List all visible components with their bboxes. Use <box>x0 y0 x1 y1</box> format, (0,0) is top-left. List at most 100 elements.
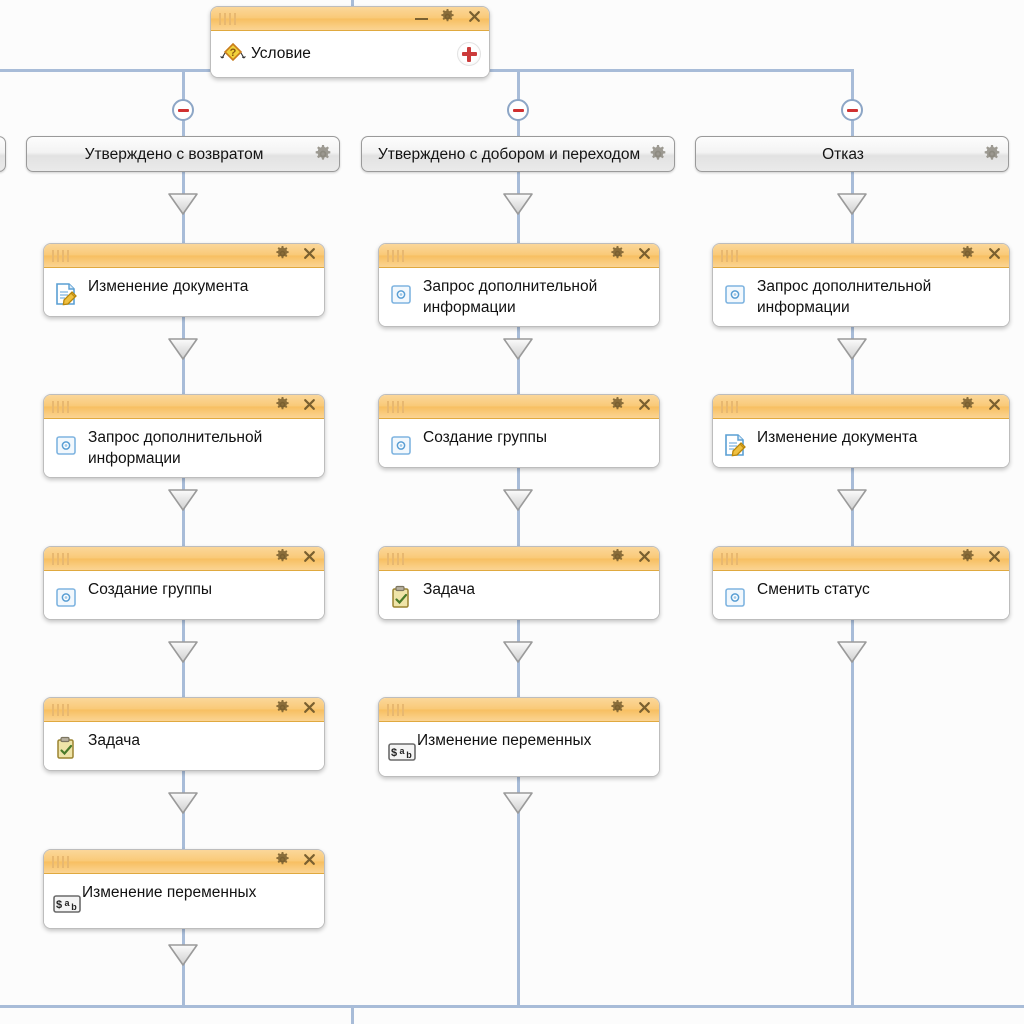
close-icon[interactable] <box>637 397 652 417</box>
gear-icon[interactable] <box>275 699 290 720</box>
drag-handle-icon[interactable] <box>387 703 404 716</box>
node-body: Запрос дополнительной информации <box>713 268 1009 326</box>
node-label: Изменение документа <box>757 429 918 446</box>
close-icon[interactable] <box>987 397 1002 417</box>
workflow-node-3-2[interactable]: Изменение документа <box>712 394 1010 468</box>
gear-icon[interactable] <box>983 145 1001 163</box>
node-body: Задача <box>44 722 324 770</box>
node-header[interactable] <box>713 244 1009 268</box>
node-label: Задача <box>88 732 141 749</box>
workflow-node-1-1[interactable]: Изменение документа <box>43 243 325 317</box>
drag-handle-icon[interactable] <box>52 249 69 262</box>
gear-icon[interactable] <box>960 396 975 417</box>
node-header[interactable] <box>713 395 1009 419</box>
close-icon[interactable] <box>987 549 1002 569</box>
flow-arrow-icon <box>167 640 199 664</box>
drag-handle-icon[interactable] <box>387 249 404 262</box>
node-label: Задача <box>423 581 476 598</box>
flow-arrow-icon <box>167 337 199 361</box>
drag-handle-icon[interactable] <box>721 249 738 262</box>
change-status-icon <box>721 583 749 611</box>
drag-handle-icon[interactable] <box>219 12 236 25</box>
node-header[interactable] <box>44 547 324 571</box>
node-header[interactable] <box>379 395 659 419</box>
connector-line-bottom-stub <box>351 1005 354 1024</box>
workflow-node-1-2[interactable]: Запрос дополнительной информации <box>43 394 325 478</box>
workflow-node-2-2[interactable]: Создание группы <box>378 394 660 468</box>
gear-icon[interactable] <box>275 548 290 569</box>
close-icon[interactable] <box>467 9 482 29</box>
workflow-node-1-5[interactable]: $ a b Изменение переменных <box>43 849 325 929</box>
gear-icon[interactable] <box>314 145 332 163</box>
node-label: Запрос дополнительной информации <box>423 278 598 316</box>
node-label: Создание группы <box>88 581 212 598</box>
node-body: Изменение документа <box>713 419 1009 467</box>
branch-label-button-partial[interactable] <box>0 136 6 172</box>
branch-collapse-toggle-3[interactable] <box>841 99 863 121</box>
workflow-node-2-4[interactable]: $ a b Изменение переменных <box>378 697 660 777</box>
node-body: Задача <box>379 571 659 619</box>
minus-icon <box>512 108 524 112</box>
node-header[interactable] <box>379 547 659 571</box>
branch-label-button-1[interactable]: Утверждено с возвратом <box>26 136 340 172</box>
workflow-node-3-1[interactable]: Запрос дополнительной информации <box>712 243 1010 327</box>
connector-line-column-1 <box>182 69 185 1007</box>
svg-text:b: b <box>71 902 77 912</box>
branch-collapse-toggle-1[interactable] <box>172 99 194 121</box>
gear-icon[interactable] <box>275 851 290 872</box>
close-icon[interactable] <box>637 700 652 720</box>
gear-icon[interactable] <box>960 245 975 266</box>
node-header[interactable] <box>44 698 324 722</box>
drag-handle-icon[interactable] <box>52 703 69 716</box>
drag-handle-icon[interactable] <box>721 552 738 565</box>
flow-arrow-icon <box>836 488 868 512</box>
close-icon[interactable] <box>987 246 1002 266</box>
gear-icon[interactable] <box>960 548 975 569</box>
workflow-node-2-1[interactable]: Запрос дополнительной информации <box>378 243 660 327</box>
drag-handle-icon[interactable] <box>387 400 404 413</box>
workflow-node-1-4[interactable]: Задача <box>43 697 325 771</box>
drag-handle-icon[interactable] <box>387 552 404 565</box>
plus-icon[interactable] <box>457 42 481 66</box>
flow-arrow-icon <box>167 488 199 512</box>
node-condition[interactable]: ? Условие <box>210 6 490 78</box>
close-icon[interactable] <box>302 700 317 720</box>
gear-icon[interactable] <box>610 245 625 266</box>
flow-arrow-icon <box>167 943 199 967</box>
workflow-node-3-3[interactable]: Сменить статус <box>712 546 1010 620</box>
branch-collapse-toggle-2[interactable] <box>507 99 529 121</box>
gear-icon[interactable] <box>649 145 667 163</box>
drag-handle-icon[interactable] <box>52 855 69 868</box>
node-header[interactable] <box>44 850 324 874</box>
close-icon[interactable] <box>302 397 317 417</box>
node-condition-header[interactable] <box>211 7 489 31</box>
close-icon[interactable] <box>302 549 317 569</box>
close-icon[interactable] <box>637 549 652 569</box>
node-label: Изменение переменных <box>82 884 257 901</box>
node-header[interactable] <box>44 395 324 419</box>
gear-icon[interactable] <box>275 396 290 417</box>
node-label: Создание группы <box>423 429 547 446</box>
minimize-icon[interactable] <box>415 17 428 20</box>
close-icon[interactable] <box>302 246 317 266</box>
close-icon[interactable] <box>302 852 317 872</box>
workflow-node-2-3[interactable]: Задача <box>378 546 660 620</box>
workflow-node-1-3[interactable]: Создание группы <box>43 546 325 620</box>
node-header[interactable] <box>44 244 324 268</box>
gear-icon[interactable] <box>610 699 625 720</box>
gear-icon[interactable] <box>440 8 455 29</box>
node-header[interactable] <box>713 547 1009 571</box>
branch-label-button-2[interactable]: Утверждено с добором и переходом <box>361 136 675 172</box>
drag-handle-icon[interactable] <box>52 552 69 565</box>
drag-handle-icon[interactable] <box>52 400 69 413</box>
gear-icon[interactable] <box>610 548 625 569</box>
gear-icon[interactable] <box>275 245 290 266</box>
flow-arrow-icon <box>836 640 868 664</box>
gear-icon[interactable] <box>610 396 625 417</box>
node-header[interactable] <box>379 244 659 268</box>
node-header[interactable] <box>379 698 659 722</box>
close-icon[interactable] <box>637 246 652 266</box>
branch-label-button-3[interactable]: Отказ <box>695 136 1009 172</box>
drag-handle-icon[interactable] <box>721 400 738 413</box>
